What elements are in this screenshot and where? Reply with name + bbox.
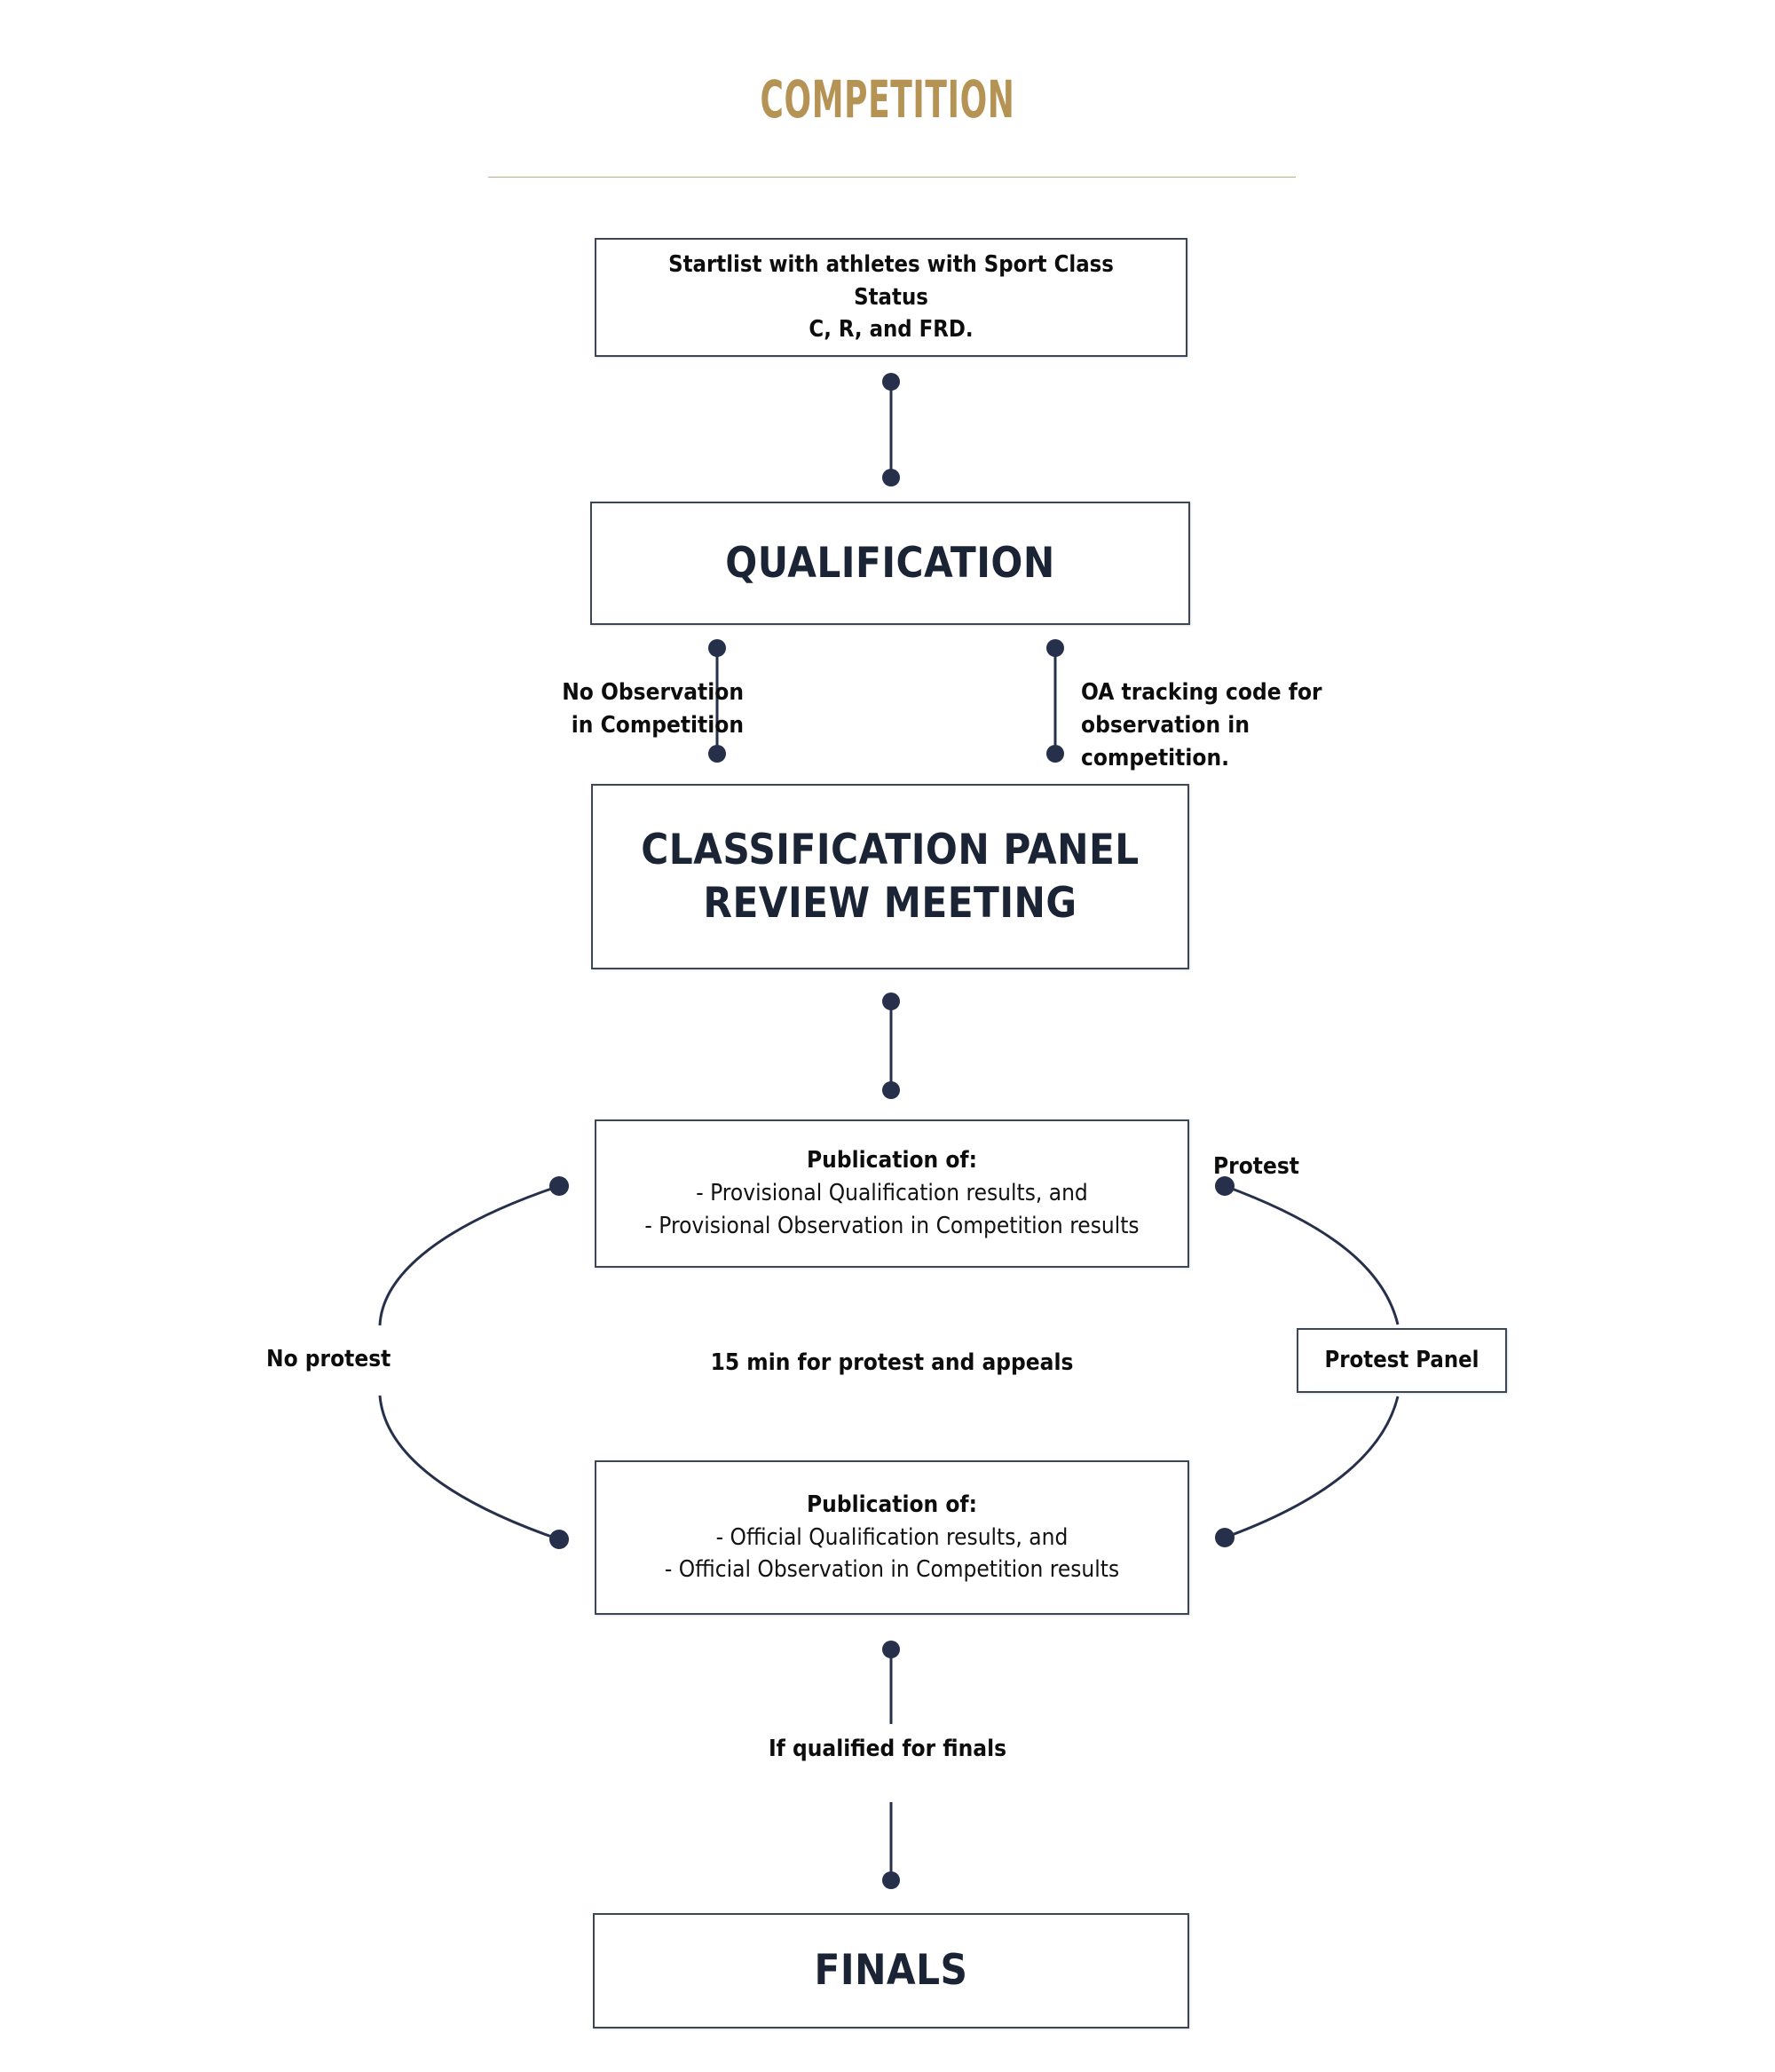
connector-no-protest-lower — [378, 1395, 560, 1541]
connector-panel-to-official — [1224, 1396, 1400, 1539]
official-publication-item-2: - Official Observation in Competition re… — [664, 1556, 1120, 1584]
node-startlist[interactable]: Startlist with athletes with Sport Class… — [595, 238, 1187, 357]
edge-label-no-observation: No Observation in Competition — [562, 679, 744, 739]
dot-provisional-in — [882, 1081, 900, 1099]
dot-review-right-in — [1046, 745, 1064, 763]
provisional-publication-item-2: - Provisional Observation in Competition… — [644, 1212, 1140, 1239]
title-divider — [488, 177, 1296, 178]
node-protest-panel-label: Protest Panel — [1324, 1347, 1479, 1374]
connector-no-protest-upper — [378, 1184, 560, 1326]
dot-no-protest-start — [549, 1176, 569, 1196]
provisional-publication-item-1: - Provisional Qualification results, and — [696, 1180, 1088, 1207]
node-finals[interactable]: FINALS — [593, 1913, 1189, 2029]
edge-label-if-qualified: If qualified for finals — [768, 1736, 1007, 1762]
node-protest-panel[interactable]: Protest Panel — [1297, 1328, 1507, 1393]
page-title: COMPETITION — [760, 69, 1015, 130]
dot-review-out — [882, 993, 900, 1010]
dot-official-out — [882, 1641, 900, 1658]
dot-protest-end — [1215, 1528, 1235, 1547]
node-startlist-line-1: Startlist with athletes with Sport Class… — [668, 250, 1114, 311]
edge-label-no-protest: No protest — [266, 1346, 391, 1372]
node-qualification[interactable]: QUALIFICATION — [590, 502, 1190, 625]
official-publication-heading: Publication of: — [807, 1491, 977, 1518]
edge-label-15-min: 15 min for protest and appeals — [710, 1349, 1074, 1376]
dot-finals-in — [882, 1871, 900, 1889]
node-review-meeting-line-2: REVIEW MEETING — [703, 878, 1077, 928]
dot-qualification-left-out — [708, 639, 726, 657]
dot-no-protest-end — [549, 1530, 569, 1549]
dot-qualification-in — [882, 469, 900, 486]
node-official-publication[interactable]: Publication of: - Official Qualification… — [595, 1460, 1189, 1615]
connector-protest-to-panel — [1224, 1184, 1400, 1325]
node-finals-label: FINALS — [814, 1946, 968, 1996]
node-qualification-label: QUALIFICATION — [725, 538, 1055, 588]
official-publication-item-1: - Official Qualification results, and — [715, 1523, 1069, 1551]
edge-label-protest: Protest — [1213, 1153, 1299, 1180]
dot-startlist-out — [882, 373, 900, 391]
dot-qualification-right-out — [1046, 639, 1064, 657]
provisional-publication-heading: Publication of: — [807, 1147, 977, 1174]
node-review-meeting[interactable]: CLASSIFICATION PANEL REVIEW MEETING — [591, 784, 1189, 969]
node-provisional-publication[interactable]: Publication of: - Provisional Qualificat… — [595, 1119, 1189, 1268]
node-startlist-line-2: C, R, and FRD. — [809, 316, 974, 344]
dot-review-left-in — [708, 745, 726, 763]
node-review-meeting-line-1: CLASSIFICATION PANEL — [641, 826, 1140, 875]
edge-label-oa-tracking: OA tracking code for observation in comp… — [1081, 679, 1322, 771]
